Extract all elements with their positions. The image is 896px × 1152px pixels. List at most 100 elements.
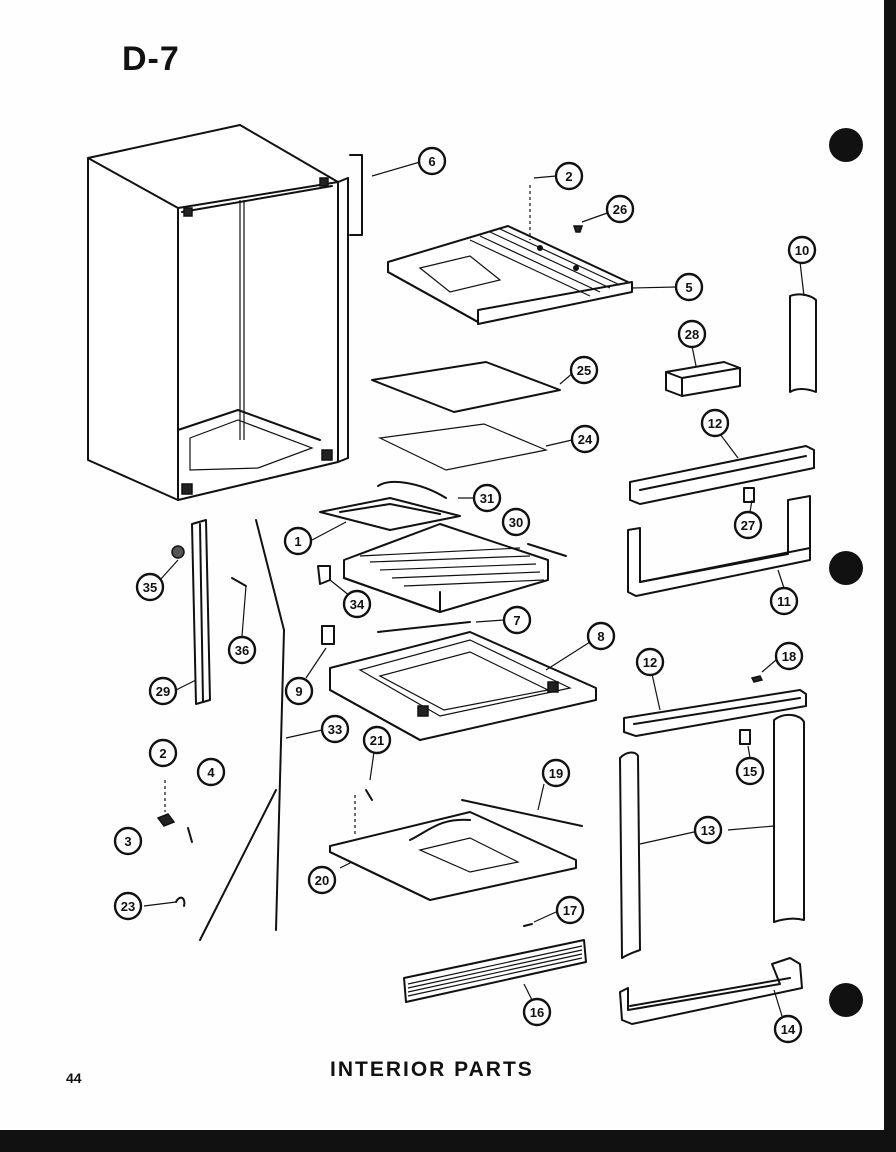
callout-4: 4 [196, 757, 226, 787]
scan-edge-bottom [0, 1130, 896, 1152]
defrost-heater-31 [319, 481, 461, 531]
insulation-pad-24 [377, 423, 549, 471]
door-strip-29 [191, 519, 211, 705]
svg-text:12: 12 [643, 655, 657, 670]
callout-12-upper: 12 [700, 408, 730, 438]
callout-29: 29 [148, 676, 178, 706]
callout-2: 2 [554, 161, 584, 191]
svg-text:18: 18 [782, 649, 796, 664]
door-bar-10 [789, 293, 817, 393]
shelf-rail-12-middle [623, 689, 807, 737]
clip-23 [175, 896, 186, 907]
svg-text:14: 14 [781, 1022, 796, 1037]
svg-text:3: 3 [124, 834, 131, 849]
svg-text:7: 7 [513, 613, 520, 628]
bracket-27 [743, 487, 755, 503]
svg-text:6: 6 [428, 154, 435, 169]
callout-30: 30 [501, 507, 531, 537]
svg-text:19: 19 [549, 766, 563, 781]
svg-text:21: 21 [370, 733, 384, 748]
callout-18: 18 [774, 641, 804, 671]
svg-text:29: 29 [156, 684, 170, 699]
svg-text:13: 13 [701, 823, 715, 838]
exploded-parts-diagram: 6 2 26 5 10 28 25 24 12 27 31 30 1 11 35… [87, 124, 863, 1044]
svg-text:34: 34 [350, 597, 365, 612]
drain-rod-7 [377, 621, 471, 633]
svg-text:25: 25 [577, 363, 591, 378]
callout-23: 23 [113, 891, 143, 921]
svg-text:33: 33 [328, 722, 342, 737]
svg-text:27: 27 [741, 518, 755, 533]
svg-text:5: 5 [685, 280, 692, 295]
callout-9: 9 [284, 676, 314, 706]
bracket-15 [739, 729, 751, 745]
crisper-tray-20 [329, 811, 577, 901]
hinge-3 [156, 813, 176, 827]
callout-13: 13 [693, 815, 723, 845]
trim-strip-13-right [773, 714, 805, 923]
clip-18 [750, 675, 764, 683]
callout-3: 3 [113, 826, 143, 856]
clip-34 [317, 565, 331, 585]
svg-text:8: 8 [597, 629, 604, 644]
shelf-rail-12-upper [629, 445, 815, 505]
diagram-title: INTERIOR PARTS [330, 1058, 534, 1081]
bracket-9 [321, 625, 335, 645]
pin-4 [187, 827, 193, 843]
callout-19: 19 [541, 758, 571, 788]
binder-hole-bottom [829, 983, 863, 1017]
callout-24: 24 [570, 424, 600, 454]
svg-text:10: 10 [795, 243, 809, 258]
svg-text:12: 12 [708, 416, 722, 431]
svg-text:20: 20 [315, 873, 329, 888]
trim-strip-13-left [619, 751, 641, 959]
callout-27: 27 [733, 510, 763, 540]
callout-36: 36 [227, 635, 257, 665]
svg-text:2: 2 [565, 169, 572, 184]
kick-plate-grille-16 [403, 939, 587, 1003]
callout-7: 7 [502, 605, 532, 635]
callout-8: 8 [586, 621, 616, 651]
tube-33 [255, 519, 285, 631]
callout-12-middle: 12 [635, 647, 665, 677]
svg-text:35: 35 [143, 580, 157, 595]
callout-14: 14 [773, 1014, 803, 1044]
callout-26: 26 [605, 194, 635, 224]
svg-text:28: 28 [685, 327, 699, 342]
callout-10: 10 [787, 235, 817, 265]
svg-text:26: 26 [613, 202, 627, 217]
svg-text:24: 24 [578, 432, 593, 447]
binder-hole-top [829, 128, 863, 162]
insulation-pad-25 [371, 361, 561, 413]
binder-hole-middle [829, 551, 863, 585]
svg-text:36: 36 [235, 643, 249, 658]
screw-35 [171, 545, 185, 559]
cabinet-liner-drawing [87, 124, 363, 501]
leader-lines [143, 161, 805, 1017]
shelf-rail-14-bottom [619, 957, 803, 1025]
callout-2-lower: 2 [148, 738, 178, 768]
block-28 [665, 361, 741, 397]
callout-28: 28 [677, 319, 707, 349]
screw-36 [231, 577, 247, 587]
callout-20: 20 [307, 865, 337, 895]
svg-text:4: 4 [207, 765, 215, 780]
svg-text:1: 1 [294, 534, 301, 549]
svg-text:11: 11 [777, 594, 791, 609]
callout-15: 15 [735, 756, 765, 786]
callout-1: 1 [283, 526, 313, 556]
svg-text:15: 15 [743, 764, 757, 779]
svg-text:30: 30 [509, 515, 523, 530]
drain-pan-8 [329, 631, 597, 741]
svg-text:9: 9 [295, 684, 302, 699]
page-number: 44 [66, 1070, 82, 1086]
freezer-top-cover-drawing [387, 185, 633, 325]
callout-11: 11 [769, 586, 799, 616]
callout-5: 5 [674, 272, 704, 302]
callout-33: 33 [320, 714, 350, 744]
callout-34: 34 [342, 589, 372, 619]
svg-text:23: 23 [121, 899, 135, 914]
evaporator-30 [343, 523, 567, 613]
section-label: D-7 [122, 40, 180, 78]
